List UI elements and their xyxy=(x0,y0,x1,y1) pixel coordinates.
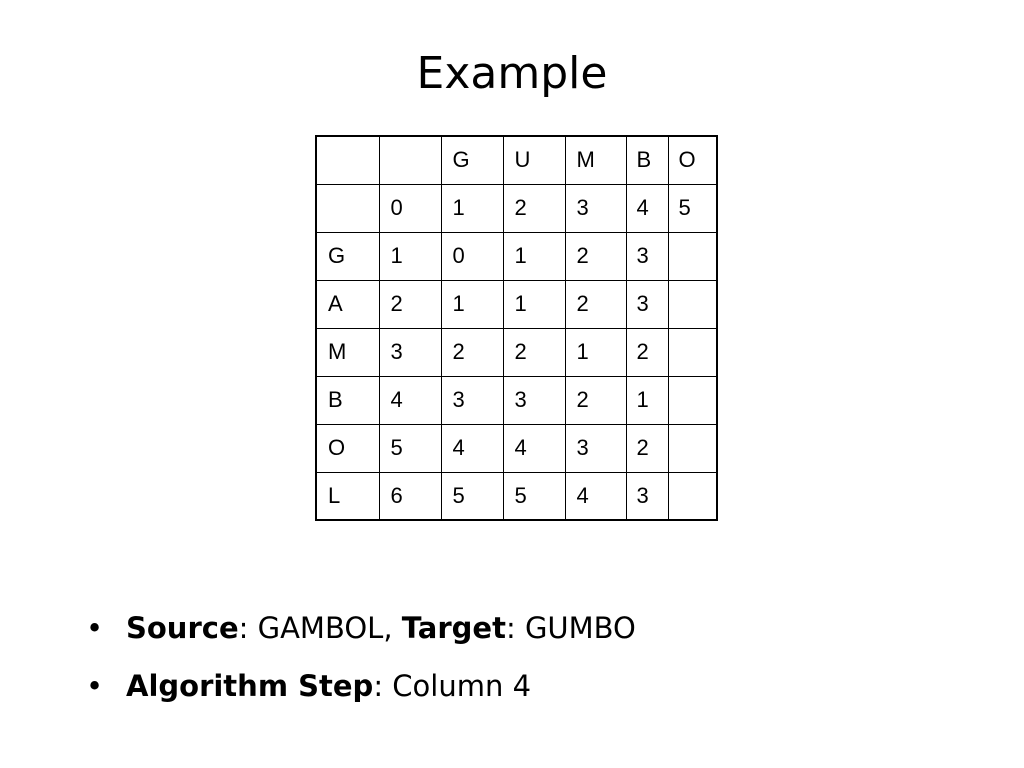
table-cell: G xyxy=(440,135,504,185)
table-cell xyxy=(667,375,718,425)
table-cell: 1 xyxy=(502,279,566,329)
target-value: : GUMBO xyxy=(505,611,636,645)
table-cell: 2 xyxy=(625,327,669,377)
table-row: 0 1 2 3 4 5 xyxy=(315,183,718,233)
source-label: Source xyxy=(126,611,239,645)
table-cell: 3 xyxy=(502,375,566,425)
source-value: : GAMBOL, xyxy=(238,611,402,645)
table-cell: 3 xyxy=(625,231,669,281)
table-cell: 2 xyxy=(564,375,627,425)
table-cell: 3 xyxy=(378,327,442,377)
table-cell: B xyxy=(315,375,380,425)
table-cell: M xyxy=(564,135,627,185)
table-cell: M xyxy=(315,327,380,377)
table-cell: 5 xyxy=(378,423,442,473)
algorithm-step-label: Algorithm Step xyxy=(126,669,374,703)
table-cell: 4 xyxy=(378,375,442,425)
table-cell: 1 xyxy=(440,183,504,233)
table-cell: A xyxy=(315,279,380,329)
table-row: M 3 2 2 1 2 xyxy=(315,327,718,377)
table-cell xyxy=(667,423,718,473)
table-cell: 3 xyxy=(440,375,504,425)
bullet-item-algorithm-step: • Algorithm Step: Column 4 xyxy=(86,661,636,719)
table-cell xyxy=(667,327,718,377)
table-cell: 5 xyxy=(440,471,504,521)
bullet-list: • Source: GAMBOL, Target: GUMBO • Algori… xyxy=(86,603,636,719)
table-cell: 4 xyxy=(564,471,627,521)
table-cell: 1 xyxy=(625,375,669,425)
table-cell: 2 xyxy=(564,231,627,281)
edit-distance-table: G U M B O 0 1 2 3 4 5 G 1 0 1 2 3 A 2 1 xyxy=(315,135,718,521)
table-cell xyxy=(315,135,380,185)
table-cell: 5 xyxy=(502,471,566,521)
target-label: Target xyxy=(401,611,506,645)
bullet-marker: • xyxy=(86,669,104,703)
bullet-marker: • xyxy=(86,611,104,645)
table-row: G 1 0 1 2 3 xyxy=(315,231,718,281)
table-cell: 4 xyxy=(440,423,504,473)
table-cell: 2 xyxy=(625,423,669,473)
table-cell: 6 xyxy=(378,471,442,521)
table-cell: 1 xyxy=(378,231,442,281)
table-cell xyxy=(667,231,718,281)
table-cell: 3 xyxy=(625,471,669,521)
table-cell: 2 xyxy=(440,327,504,377)
table-row: A 2 1 1 2 3 xyxy=(315,279,718,329)
table-cell: 2 xyxy=(502,183,566,233)
table-cell: 1 xyxy=(564,327,627,377)
table-row: G U M B O xyxy=(315,135,718,185)
table-row: B 4 3 3 2 1 xyxy=(315,375,718,425)
table-cell: 0 xyxy=(440,231,504,281)
table-cell: 3 xyxy=(564,183,627,233)
table-cell: 3 xyxy=(625,279,669,329)
table-cell: O xyxy=(667,135,718,185)
table-cell: 4 xyxy=(502,423,566,473)
table-row: L 6 5 5 4 3 xyxy=(315,471,718,521)
table-cell: 1 xyxy=(502,231,566,281)
table-cell xyxy=(667,279,718,329)
table-cell: 5 xyxy=(667,183,718,233)
table-cell: 2 xyxy=(502,327,566,377)
table-cell: B xyxy=(625,135,669,185)
table-cell: G xyxy=(315,231,380,281)
table-row: O 5 4 4 3 2 xyxy=(315,423,718,473)
table-cell: L xyxy=(315,471,380,521)
table-cell: 4 xyxy=(625,183,669,233)
table-cell: 2 xyxy=(378,279,442,329)
table-cell xyxy=(378,135,442,185)
slide-title: Example xyxy=(416,48,608,99)
table-cell: U xyxy=(502,135,566,185)
table-cell: 2 xyxy=(564,279,627,329)
table-cell: 3 xyxy=(564,423,627,473)
table-cell: 0 xyxy=(378,183,442,233)
table-cell: 1 xyxy=(440,279,504,329)
table-cell xyxy=(667,471,718,521)
algorithm-step-value: : Column 4 xyxy=(373,669,532,703)
table-cell: O xyxy=(315,423,380,473)
table-cell xyxy=(315,183,380,233)
bullet-item-source-target: • Source: GAMBOL, Target: GUMBO xyxy=(86,603,636,661)
